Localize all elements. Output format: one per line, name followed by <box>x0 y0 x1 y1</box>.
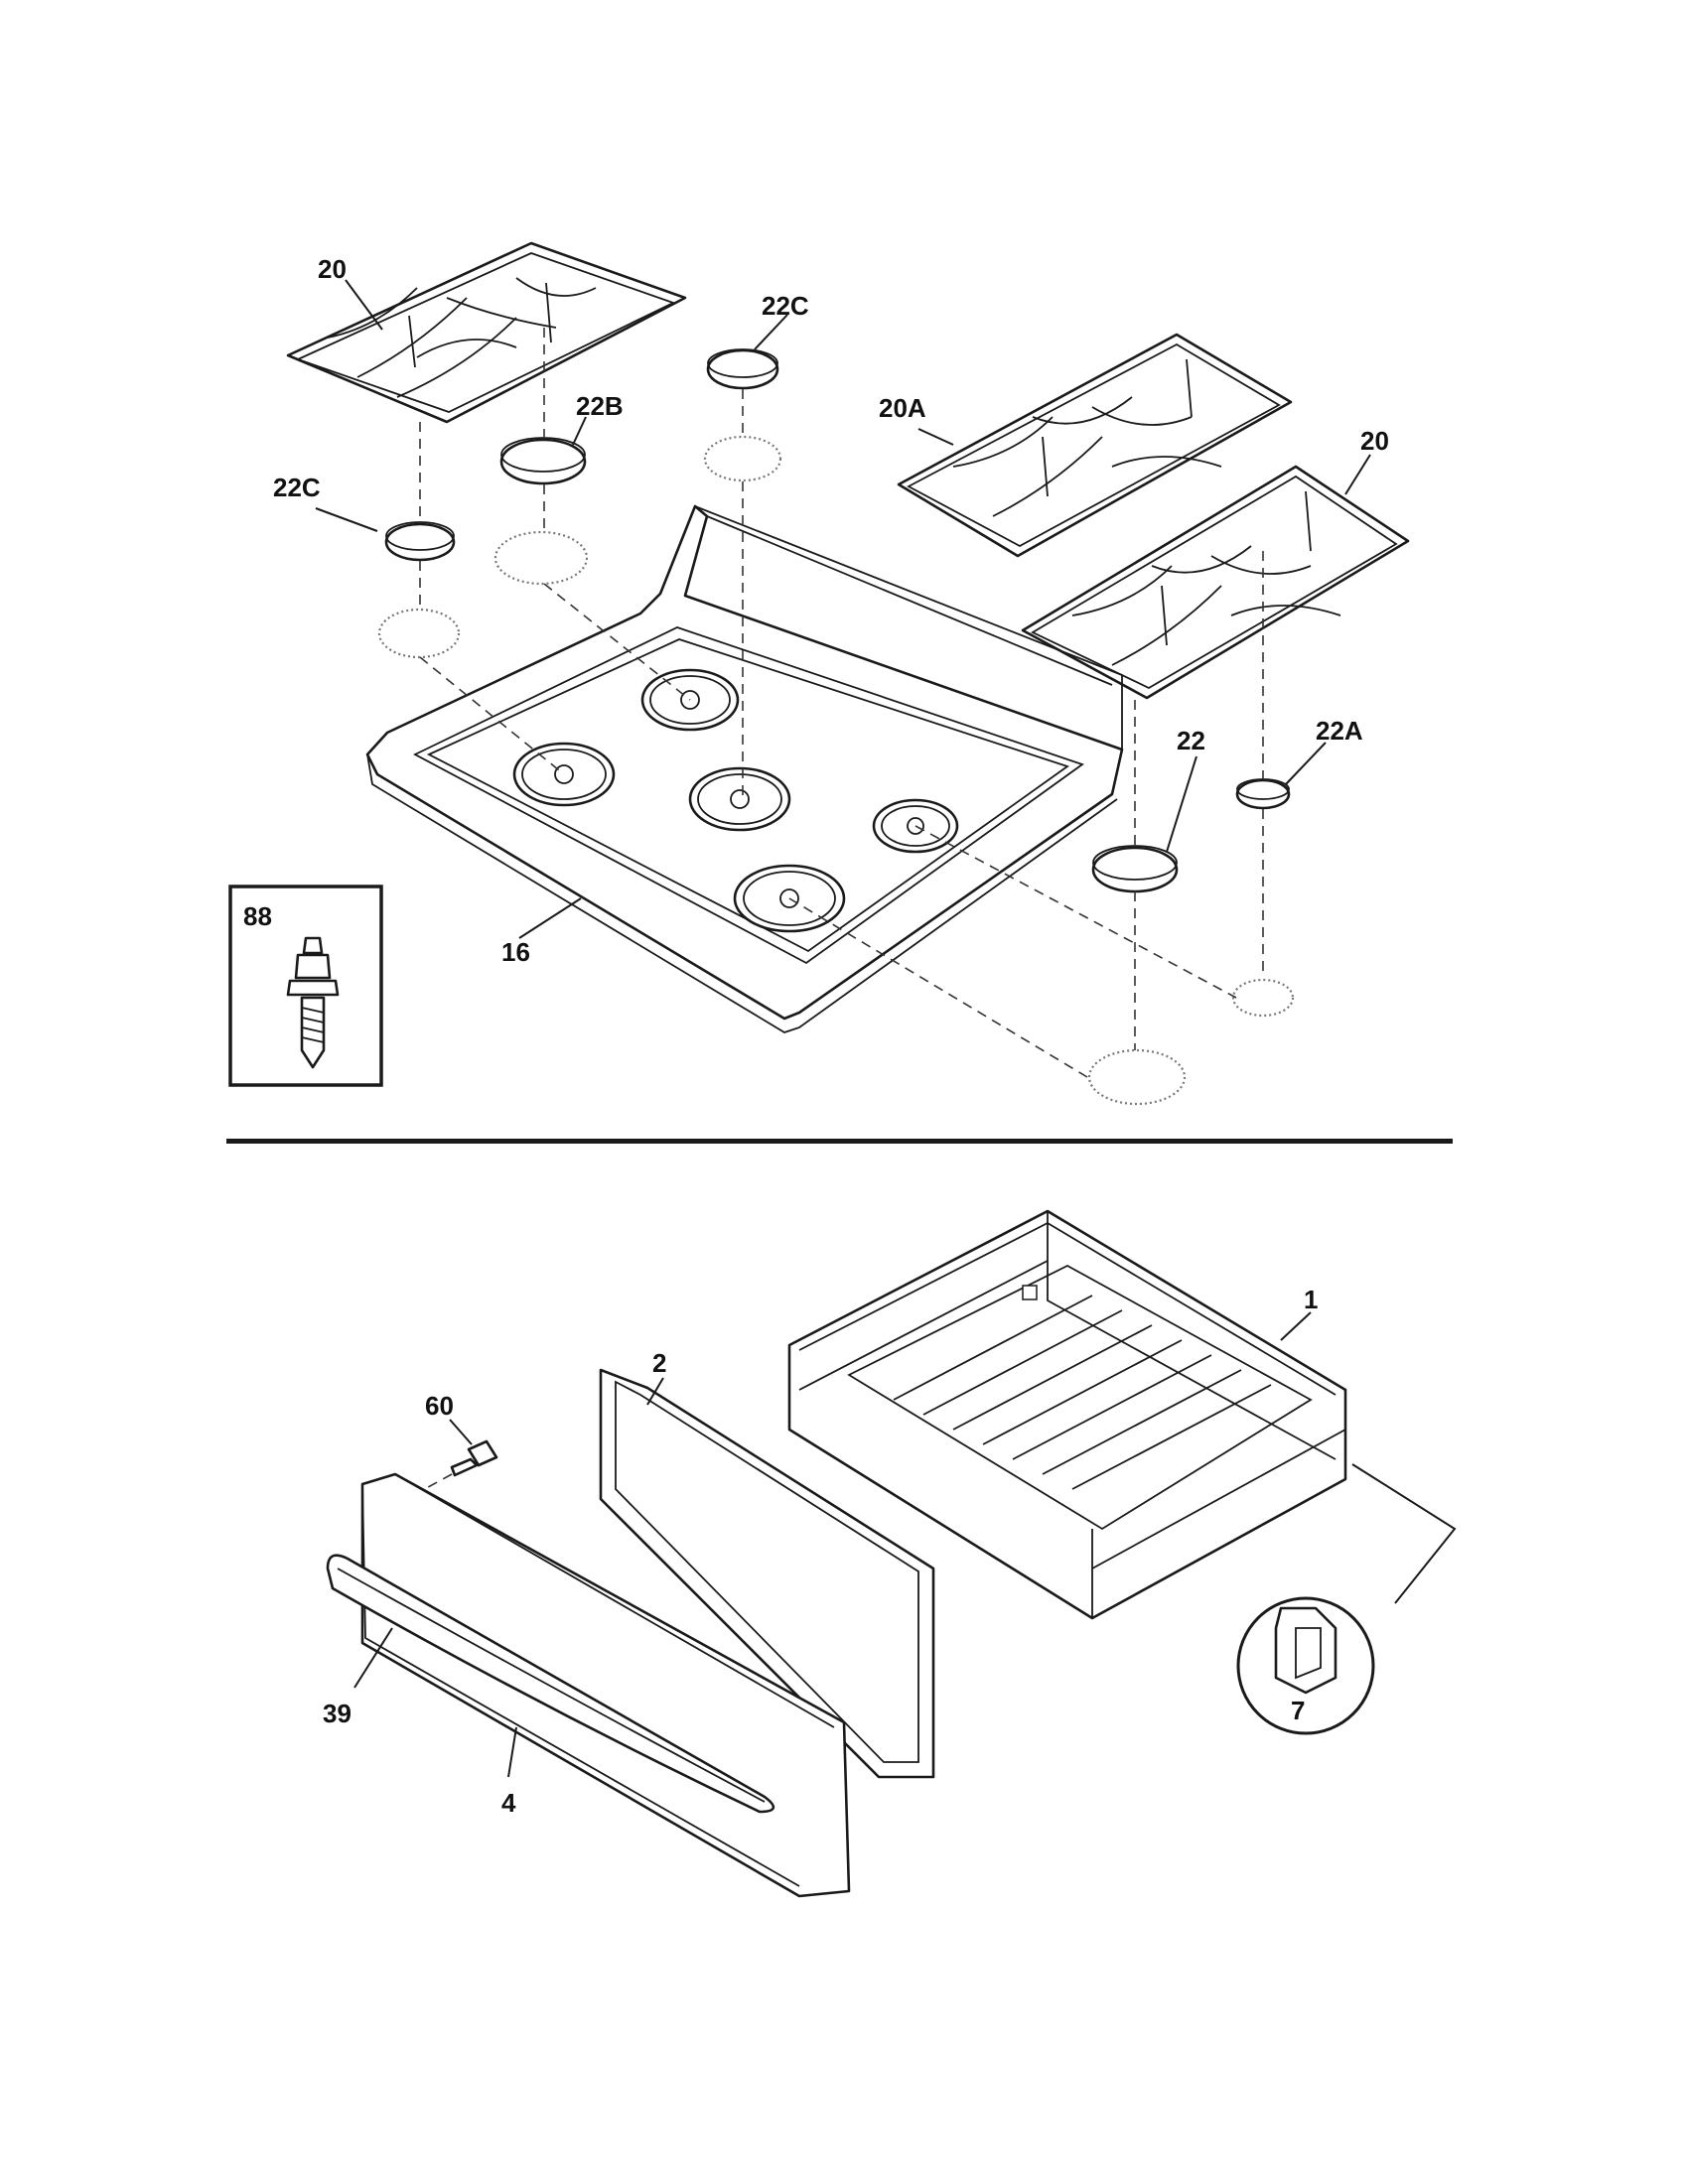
cap-22b <box>499 437 587 485</box>
alignment-lines <box>419 328 1264 1078</box>
label-drawer-body-1: 1 <box>1304 1285 1318 1314</box>
cap-22c-left <box>384 521 456 562</box>
screw-88-inset <box>228 885 383 1087</box>
grate-20-right <box>1021 465 1410 700</box>
burner-head-22b <box>493 530 589 586</box>
label-drawer-front-4: 4 <box>501 1788 516 1818</box>
label-grate-20-left: 20 <box>318 254 347 284</box>
drawer-liner-2 <box>599 1368 935 1779</box>
label-screw-88: 88 <box>243 901 272 931</box>
burner-head-top-center <box>703 435 782 482</box>
drawer-handle-39 <box>326 1554 775 1814</box>
burner-head-left <box>377 608 461 659</box>
label-cap-22b: 22B <box>576 391 624 421</box>
label-clip-7: 7 <box>1291 1696 1305 1725</box>
label-cap-22c-center: 22C <box>762 291 809 321</box>
label-drawer-screw-60: 60 <box>425 1391 454 1421</box>
burner-hole-center <box>688 766 791 832</box>
label-cap-22a: 22A <box>1316 716 1363 746</box>
cap-22 <box>1091 845 1179 893</box>
cooktop-16 <box>365 504 1124 1033</box>
label-cooktop-16: 16 <box>501 937 530 967</box>
label-drawer-handle-39: 39 <box>323 1699 352 1728</box>
grate-20a <box>897 333 1293 558</box>
burner-hole-front-left <box>512 742 616 807</box>
cap-22a <box>1235 778 1291 810</box>
drawer-body-1 <box>787 1209 1347 1620</box>
burner-head-22 <box>1087 1048 1187 1106</box>
leader-lines <box>315 279 1371 1778</box>
label-cap-22: 22 <box>1177 726 1205 755</box>
label-drawer-liner-2: 2 <box>652 1348 666 1378</box>
clip-7-detail <box>1236 1463 1457 1735</box>
label-grate-20-right: 20 <box>1360 426 1389 456</box>
part-labels: 20 22C 22B 20A 20 22C 22 22A 88 16 1 2 6… <box>243 254 1389 1818</box>
label-cap-22c-left: 22C <box>273 473 321 502</box>
drawer-screw-60 <box>450 1439 498 1477</box>
cap-22c-center <box>706 348 779 390</box>
section-divider <box>226 1139 1453 1144</box>
label-grate-20a: 20A <box>879 393 926 423</box>
grate-20-left <box>286 241 687 424</box>
burner-head-22a <box>1231 978 1295 1018</box>
